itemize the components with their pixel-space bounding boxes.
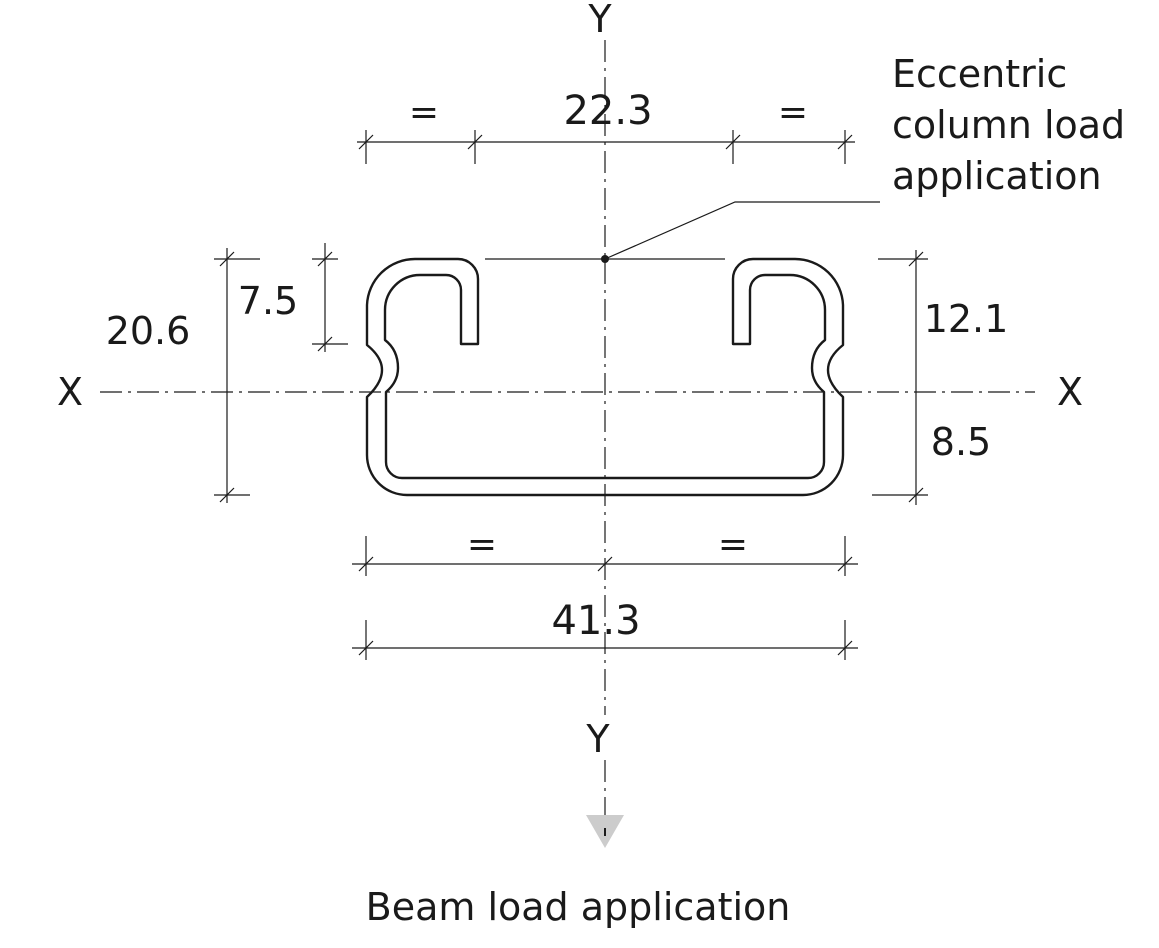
beam-load-label: Beam load application xyxy=(366,885,791,929)
eccentric-load-line2: column load xyxy=(892,103,1125,147)
total-height-dimension xyxy=(214,248,260,503)
bottom-dimension-chain xyxy=(352,536,858,576)
bottom-left-equal-label: = xyxy=(467,524,497,565)
x-axis-label-right: X xyxy=(1057,370,1083,414)
total-width-dimension xyxy=(352,620,858,660)
lower-to-axis-label: 8.5 xyxy=(931,420,991,464)
lip-depth-dimension xyxy=(312,243,348,352)
channel-profile-outer xyxy=(365,257,845,497)
right-height-dimension xyxy=(872,250,928,505)
top-left-equal-label: = xyxy=(409,92,439,133)
top-dimension-chain xyxy=(357,130,855,164)
y-axis-label-top: Y xyxy=(587,0,612,41)
eccentric-leader-line xyxy=(604,201,880,260)
total-height-label: 20.6 xyxy=(106,309,191,353)
eccentric-load-line3: application xyxy=(892,154,1102,198)
top-slot-width-label: 22.3 xyxy=(563,88,652,134)
x-axis-label-left: X xyxy=(57,370,83,414)
top-right-equal-label: = xyxy=(778,92,808,133)
upper-to-axis-label: 12.1 xyxy=(924,297,1009,341)
y-axis-label-bottom: Y xyxy=(585,717,610,761)
total-width-label: 41.3 xyxy=(551,598,640,644)
lip-depth-label: 7.5 xyxy=(238,279,298,323)
eccentric-load-line1: Eccentric xyxy=(892,52,1067,96)
bottom-right-equal-label: = xyxy=(718,524,748,565)
